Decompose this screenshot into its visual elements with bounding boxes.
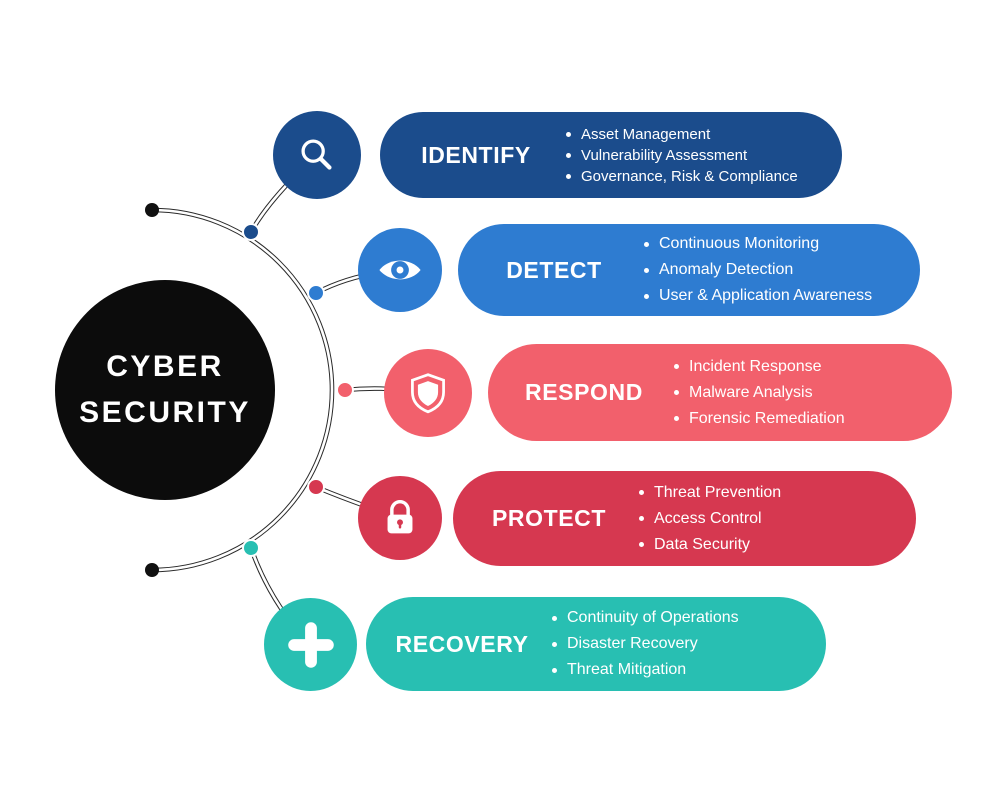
list-item-text: Asset Management (581, 125, 711, 143)
center-title-line1: CYBER (106, 349, 224, 383)
list-item: Continuity of Operations (552, 609, 804, 627)
detect-label: DETECT (506, 256, 602, 283)
list-item-text: Continuity of Operations (567, 609, 739, 626)
list-item: Threat Mitigation (552, 661, 804, 679)
bullet-icon (552, 615, 557, 621)
protect-pill: PROTECT Threat Prevention Access Control… (453, 471, 916, 566)
bullet-icon (566, 152, 571, 158)
recovery-label: RECOVERY (395, 630, 529, 657)
recovery-node-dot (242, 539, 260, 557)
detect-pill: DETECT Continuous Monitoring Anomaly Det… (458, 224, 920, 316)
respond-items: Incident Response Malware Analysis Foren… (668, 354, 952, 432)
shield-icon-glyph (411, 373, 445, 414)
bullet-icon (639, 542, 644, 547)
list-item: Malware Analysis (674, 384, 930, 402)
bullet-icon (566, 131, 571, 137)
identify-pill: IDENTIFY Asset Management Vulnerability … (380, 112, 842, 198)
list-item-text: Continuous Monitoring (659, 235, 820, 252)
bullet-icon (674, 416, 679, 421)
list-item: Continuous Monitoring (644, 235, 898, 253)
bullet-icon (674, 390, 679, 395)
list-item-text: Malware Analysis (689, 383, 813, 401)
identify-label: IDENTIFY (421, 141, 531, 168)
list-item-text: Vulnerability Assessment (581, 146, 748, 164)
eye-icon-glyph (379, 260, 421, 280)
list-item-text: Anomaly Detection (659, 261, 794, 278)
list-item-text: Access Control (654, 509, 762, 527)
connector-end-dot (145, 203, 159, 217)
list-item: User & Application Awareness (644, 287, 898, 305)
connector-end-dot (145, 563, 159, 577)
center-title-line2: SECURITY (79, 396, 251, 429)
list-item: Vulnerability Assessment (566, 147, 820, 164)
identify-items: Asset Management Vulnerability Assessmen… (560, 124, 842, 187)
search-icon (273, 111, 361, 199)
lock-icon-glyph (387, 500, 413, 534)
list-item-text: Threat Mitigation (567, 661, 687, 678)
cyber-security-circle: CYBER SECURITY (55, 280, 275, 500)
bullet-icon (644, 241, 649, 247)
eye-icon (358, 228, 442, 312)
list-item: Access Control (639, 510, 894, 528)
respond-label: RESPOND (525, 379, 643, 405)
list-item: Anomaly Detection (644, 261, 898, 279)
bullet-icon (644, 293, 649, 299)
list-item: Forensic Remediation (674, 410, 930, 428)
list-item: Incident Response (674, 358, 930, 376)
list-item: Asset Management (566, 126, 820, 143)
list-item-text: Disaster Recovery (567, 635, 698, 652)
plus-icon-glyph (287, 621, 334, 668)
shield-icon (384, 349, 472, 437)
respond-pill: RESPOND Incident Response Malware Analys… (488, 344, 952, 441)
bullet-icon (674, 364, 679, 369)
bullet-icon (639, 516, 644, 521)
search-icon-glyph (301, 139, 332, 170)
arc-wire (151, 207, 335, 573)
list-item-text: Incident Response (689, 357, 822, 375)
bullet-icon (639, 490, 644, 495)
bullet-icon (566, 173, 571, 179)
list-item-text: Forensic Remediation (689, 409, 845, 427)
identify-node-dot (242, 223, 260, 241)
list-item: Governance, Risk & Compliance (566, 168, 820, 185)
protect-items: Threat Prevention Access Control Data Se… (633, 480, 916, 558)
list-item: Threat Prevention (639, 484, 894, 502)
list-item-text: Governance, Risk & Compliance (581, 167, 798, 185)
list-item-text: User & Application Awareness (659, 287, 873, 304)
plus-icon (264, 598, 357, 691)
detect-node-dot (307, 284, 325, 302)
protect-node-dot (307, 478, 325, 496)
respond-node-dot (336, 381, 354, 399)
list-item-text: Threat Prevention (654, 483, 782, 501)
list-item-text: Data Security (654, 535, 751, 553)
recovery-pill: RECOVERY Continuity of Operations Disast… (366, 597, 826, 691)
protect-label: PROTECT (491, 505, 607, 531)
list-item: Data Security (639, 536, 894, 554)
detect-items: Continuous Monitoring Anomaly Detection … (638, 231, 920, 309)
list-item: Disaster Recovery (552, 635, 804, 653)
lock-icon (358, 476, 442, 560)
recovery-items: Continuity of Operations Disaster Recove… (546, 605, 826, 683)
node-dots (145, 203, 354, 577)
bullet-icon (552, 667, 557, 673)
bullet-icon (552, 641, 557, 647)
bullet-icon (644, 267, 649, 273)
